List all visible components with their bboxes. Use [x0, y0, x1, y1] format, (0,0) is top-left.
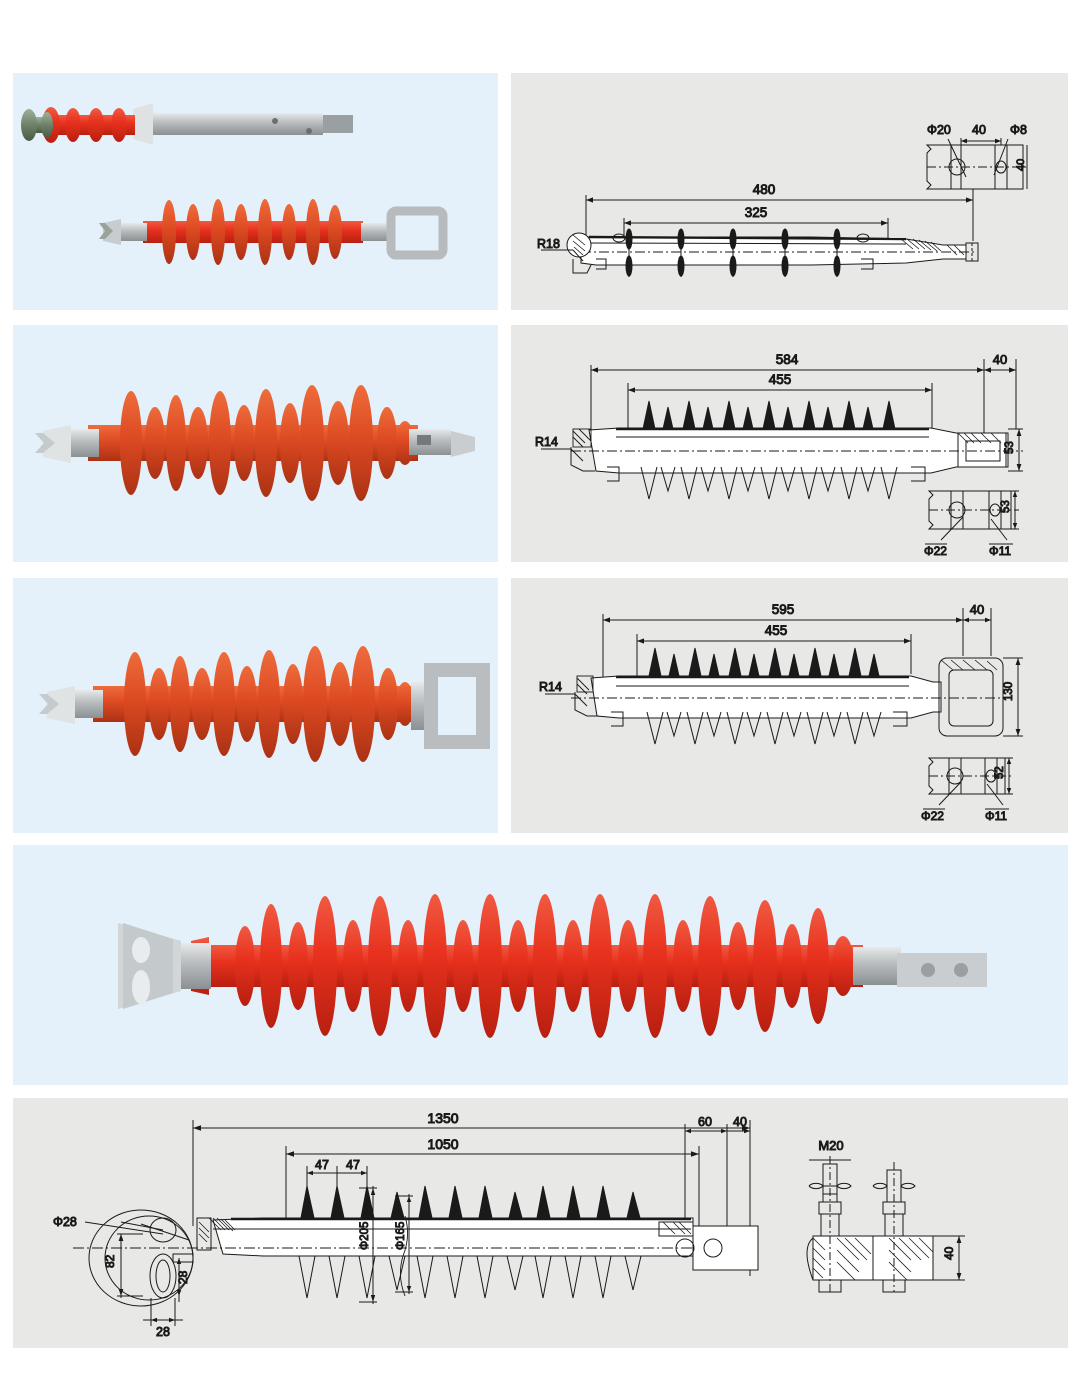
shed-group-lower [640, 466, 898, 500]
dim-28-horizontal: 28 [156, 1325, 170, 1339]
dim-phi22: Φ22 [924, 544, 947, 558]
dim-53-detail: 53 [1000, 500, 1012, 513]
drawing-panel-1: Φ20 40 Φ8 40 480 [511, 73, 1068, 310]
insulator-longrod-clevis [35, 385, 475, 501]
shed-group-lower [646, 711, 882, 745]
dim-line-1350 [192, 1120, 751, 1226]
dim-line-1050 [285, 1146, 700, 1228]
shed-group-upper [642, 400, 896, 430]
dim-line-480 [585, 189, 974, 241]
dim-phi22: Φ22 [921, 809, 944, 823]
dim-line-455 [636, 634, 912, 678]
shed-group [625, 228, 841, 277]
insulator-section-view [541, 228, 979, 277]
drawing-4-graphic: 1350 1050 [53, 1110, 965, 1340]
insulator-section-view [545, 647, 1023, 745]
dim-phi28: Φ28 [53, 1215, 77, 1229]
drawing-3-graphic: 595 455 40 [539, 602, 1023, 824]
photo-panel-1 [13, 73, 498, 310]
dim-40-end: 40 [993, 352, 1007, 367]
drawing-panel-4: 1350 1050 [13, 1098, 1068, 1348]
insulator-section-view [541, 400, 1023, 500]
dim-phi20: Φ20 [927, 123, 951, 137]
dim-r14: R14 [539, 680, 562, 694]
dim-52: 52 [994, 766, 1006, 779]
drawing-2-graphic: 584 455 40 [535, 352, 1023, 559]
dim-phi11: Φ11 [985, 809, 1007, 823]
dim-28-vertical: 28 [176, 1270, 190, 1284]
insulator-pin-socket [21, 103, 353, 145]
shed-group-upper [300, 1185, 641, 1219]
dim-40-end: 40 [970, 602, 984, 617]
insulator-longrod-box [39, 646, 490, 762]
dim-82: 82 [103, 1254, 117, 1268]
dim-1050: 1050 [427, 1136, 458, 1152]
dim-40-edge: 40 [733, 1115, 747, 1129]
dim-line-40 [962, 608, 992, 656]
drawing-1-graphic: Φ20 40 Φ8 40 480 [537, 123, 1028, 277]
dim-r14: R14 [535, 435, 558, 449]
dim-60: 60 [698, 1115, 712, 1129]
dim-phi205: Φ205 [359, 1222, 371, 1250]
insulator-section-view [73, 1185, 759, 1326]
photo-panel-3 [13, 578, 498, 833]
shed-group-lower [298, 1255, 642, 1299]
dim-455: 455 [765, 623, 788, 638]
dim-line-455 [627, 383, 933, 430]
photo-4-graphic [118, 894, 987, 1038]
photo-panel-2 [13, 325, 498, 562]
dim-53-fitting: 53 [1004, 441, 1016, 454]
photo-1-graphic [21, 103, 448, 265]
dim-line-325 [623, 218, 889, 238]
dim-r18: R18 [537, 237, 560, 251]
detail-view-clevis-holes [925, 490, 1019, 545]
dim-47-b: 47 [346, 1158, 360, 1172]
shed-group-upper [648, 647, 880, 677]
dim-phi165: Φ165 [395, 1222, 407, 1250]
detail-view-m20-bolts [806, 1156, 965, 1293]
dim-line-40 [983, 359, 1017, 429]
dim-584: 584 [776, 352, 799, 367]
photo-2-graphic [35, 385, 475, 501]
dim-phi11: Φ11 [989, 544, 1011, 558]
detail-view-clevis-holes [923, 757, 1013, 810]
dim-phi8: Φ8 [1010, 123, 1027, 137]
dim-40-pad: 40 [942, 1246, 956, 1260]
dim-480: 480 [753, 182, 776, 197]
dim-47-a: 47 [315, 1158, 329, 1172]
drawing-panel-2: 584 455 40 [511, 325, 1068, 562]
dim-455: 455 [769, 372, 792, 387]
dim-325: 325 [745, 205, 768, 220]
drawing-panel-3: 595 455 40 [511, 578, 1068, 833]
detail-view-end-fitting [925, 138, 1028, 190]
insulator-hv-longrod [118, 894, 987, 1038]
dim-40-detail: 40 [972, 123, 986, 137]
insulator-pin-clevis [99, 199, 448, 265]
dim-m20: M20 [818, 1138, 843, 1153]
dim-595: 595 [772, 602, 795, 617]
dim-1350: 1350 [427, 1110, 458, 1126]
dim-130: 130 [1003, 682, 1015, 701]
dim-40-vertical: 40 [1015, 159, 1027, 171]
photo-3-graphic [39, 646, 490, 762]
photo-panel-4 [13, 845, 1068, 1085]
